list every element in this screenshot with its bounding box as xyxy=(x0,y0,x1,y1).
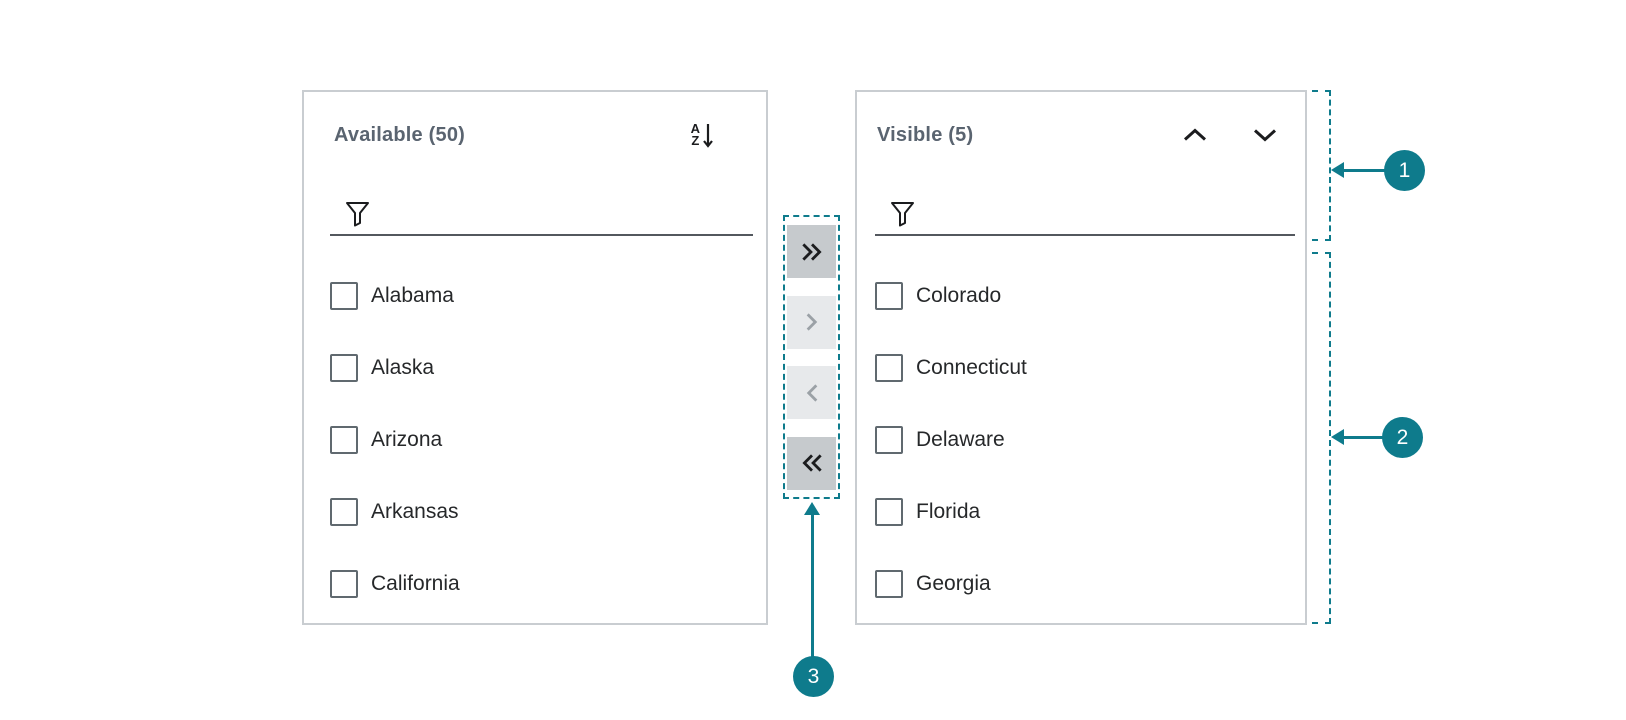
available-list: Alabama Alaska Arizona Arkansas Californ… xyxy=(330,282,752,598)
annotation-arrow-3-head xyxy=(804,502,820,515)
list-item: Alabama xyxy=(330,282,752,310)
double-chevron-right-icon xyxy=(801,242,822,261)
state-label: Florida xyxy=(916,500,981,523)
visible-filter-input[interactable] xyxy=(927,200,1295,228)
available-panel-title: Available (50) xyxy=(334,123,466,146)
list-item: Georgia xyxy=(875,570,1295,598)
annotation-arrow-2-head xyxy=(1331,429,1344,445)
sort-az-icon: A Z xyxy=(690,121,700,148)
checkbox-unchecked[interactable] xyxy=(875,354,903,382)
chevron-left-icon xyxy=(806,384,817,402)
checkbox-unchecked[interactable] xyxy=(875,498,903,526)
list-item: Colorado xyxy=(875,282,1295,310)
list-item: Alaska xyxy=(330,354,752,382)
state-label: Arkansas xyxy=(371,500,459,523)
state-label: Arizona xyxy=(371,428,443,451)
available-panel-header: Available (50) A Z xyxy=(334,118,714,152)
annotation-arrow-3-line xyxy=(811,513,814,658)
annotation-bracket-header xyxy=(1312,90,1331,241)
annotation-arrow-1-line xyxy=(1342,169,1386,172)
move-up-button[interactable] xyxy=(1182,128,1208,142)
transfer-buttons-group xyxy=(783,215,840,499)
down-arrow-icon xyxy=(703,124,713,148)
sort-az-button[interactable]: A Z xyxy=(691,121,714,149)
list-item: Connecticut xyxy=(875,354,1295,382)
state-label: Colorado xyxy=(916,284,1002,307)
move-right-button[interactable] xyxy=(787,295,836,349)
checkbox-unchecked[interactable] xyxy=(330,498,358,526)
move-down-button[interactable] xyxy=(1252,128,1278,142)
chevron-down-icon xyxy=(1253,129,1277,142)
list-item: Arkansas xyxy=(330,498,752,526)
list-item: Arizona xyxy=(330,426,752,454)
checkbox-unchecked[interactable] xyxy=(330,426,358,454)
checkbox-unchecked[interactable] xyxy=(330,570,358,598)
annotation-bracket-list xyxy=(1312,252,1331,624)
available-filter-input[interactable] xyxy=(382,200,753,228)
checkbox-unchecked[interactable] xyxy=(330,354,358,382)
checkbox-unchecked[interactable] xyxy=(875,570,903,598)
double-chevron-left-icon xyxy=(801,454,822,473)
move-all-right-button[interactable] xyxy=(787,225,836,278)
reorder-buttons xyxy=(1182,128,1278,142)
sort-letter-z: Z xyxy=(691,133,700,148)
available-filter xyxy=(330,191,753,236)
chevron-right-icon xyxy=(806,313,817,331)
checkbox-unchecked[interactable] xyxy=(875,426,903,454)
available-panel: Available (50) A Z Alab xyxy=(302,90,768,625)
visible-panel-title: Visible (5) xyxy=(877,123,974,146)
annotation-badge-3: 3 xyxy=(793,656,834,697)
move-left-button[interactable] xyxy=(787,366,836,420)
visible-filter xyxy=(875,191,1295,236)
checkbox-unchecked[interactable] xyxy=(330,282,358,310)
visible-panel: Visible (5) xyxy=(855,90,1307,625)
filter-funnel-icon xyxy=(345,201,370,228)
visible-list: Colorado Connecticut Delaware Florida Ge… xyxy=(875,282,1295,598)
state-label: Delaware xyxy=(916,428,1005,451)
sort-letter-a: A xyxy=(690,121,700,136)
state-label: Georgia xyxy=(916,572,991,595)
annotation-arrow-2-line xyxy=(1342,436,1384,439)
state-label: California xyxy=(371,572,460,595)
list-item: California xyxy=(330,570,752,598)
state-label: Connecticut xyxy=(916,356,1027,379)
list-item: Delaware xyxy=(875,426,1295,454)
checkbox-unchecked[interactable] xyxy=(875,282,903,310)
visible-panel-header: Visible (5) xyxy=(877,118,1278,152)
annotation-arrow-1-head xyxy=(1331,162,1344,178)
filter-funnel-icon xyxy=(890,201,915,228)
state-label: Alaska xyxy=(371,356,435,379)
annotation-badge-1: 1 xyxy=(1384,150,1425,191)
state-label: Alabama xyxy=(371,284,454,307)
chevron-up-icon xyxy=(1183,128,1207,141)
annotation-badge-2: 2 xyxy=(1382,417,1423,458)
list-item: Florida xyxy=(875,498,1295,526)
move-all-left-button[interactable] xyxy=(787,436,836,490)
